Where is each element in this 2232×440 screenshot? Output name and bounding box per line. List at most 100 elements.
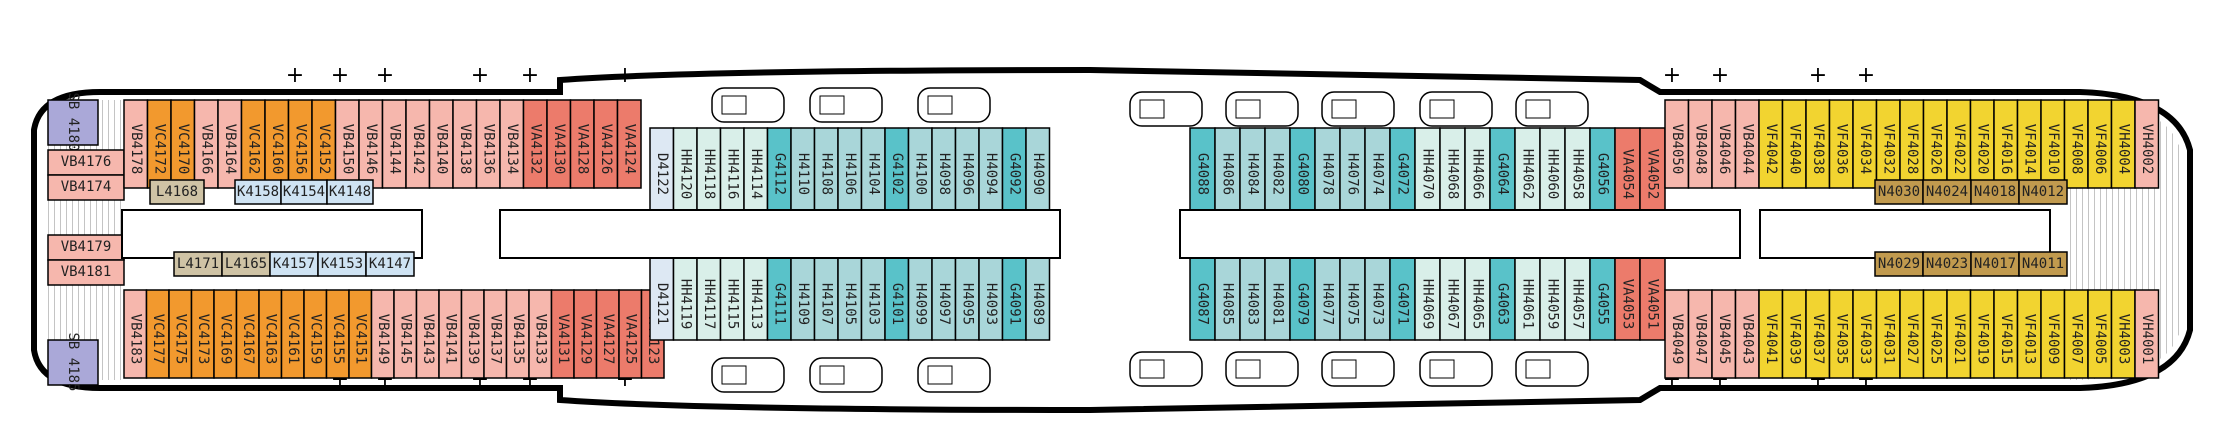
cabin-vb4133[interactable]: VB4133 bbox=[528, 289, 553, 379]
cabin-g4079[interactable]: G4079 bbox=[1289, 257, 1316, 341]
cabin-vb4150[interactable]: VB4150 bbox=[334, 99, 360, 189]
cabin-l4171[interactable]: L4171 bbox=[173, 251, 223, 277]
cabin-vh4004[interactable]: VH4004 bbox=[2110, 99, 2136, 189]
cabin-vb4047[interactable]: VB4047 bbox=[1687, 289, 1713, 379]
cabin-va4129[interactable]: VA4129 bbox=[573, 289, 598, 379]
cabin-vf4041[interactable]: VF4041 bbox=[1758, 289, 1784, 379]
cabin-vb4183[interactable]: VB4183 bbox=[123, 289, 148, 379]
cabin-vb4140[interactable]: VB4140 bbox=[428, 99, 454, 189]
cabin-h4090[interactable]: H4090 bbox=[1025, 127, 1051, 211]
cabin-d4122[interactable]: D4122 bbox=[649, 127, 675, 211]
cabin-h4096[interactable]: H4096 bbox=[954, 127, 980, 211]
cabin-g4064[interactable]: G4064 bbox=[1489, 127, 1516, 211]
cabin-vf4019[interactable]: VF4019 bbox=[1969, 289, 1995, 379]
cabin-vc4162[interactable]: VC4162 bbox=[240, 99, 266, 189]
cabin-vf4022[interactable]: VF4022 bbox=[1946, 99, 1972, 189]
cabin-hh4117[interactable]: HH4117 bbox=[696, 257, 722, 341]
cabin-vh4002[interactable]: VH4002 bbox=[2134, 99, 2160, 189]
cabin-hh4067[interactable]: HH4067 bbox=[1439, 257, 1466, 341]
cabin-vf4036[interactable]: VF4036 bbox=[1828, 99, 1854, 189]
cabin-k4148[interactable]: K4148 bbox=[326, 179, 374, 205]
cabin-h4097[interactable]: H4097 bbox=[931, 257, 957, 341]
cabin-g4091[interactable]: G4091 bbox=[1001, 257, 1027, 341]
cabin-hh4058[interactable]: HH4058 bbox=[1564, 127, 1591, 211]
cabin-va4128[interactable]: VA4128 bbox=[569, 99, 595, 189]
cabin-h4076[interactable]: H4076 bbox=[1339, 127, 1366, 211]
cabin-hh4118[interactable]: HH4118 bbox=[696, 127, 722, 211]
cabin-n4011[interactable]: N4011 bbox=[2018, 251, 2068, 277]
cabin-hh4113[interactable]: HH4113 bbox=[743, 257, 769, 341]
cabin-vb4138[interactable]: VB4138 bbox=[452, 99, 478, 189]
cabin-hh4120[interactable]: HH4120 bbox=[672, 127, 698, 211]
cabin-vb4137[interactable]: VB4137 bbox=[483, 289, 508, 379]
cabin-h4083[interactable]: H4083 bbox=[1239, 257, 1266, 341]
cabin-h4085[interactable]: H4085 bbox=[1214, 257, 1241, 341]
cabin-g4112[interactable]: G4112 bbox=[766, 127, 792, 211]
cabin-vf4026[interactable]: VF4026 bbox=[1922, 99, 1948, 189]
cabin-va4053[interactable]: VA4053 bbox=[1614, 257, 1641, 341]
cabin-vb4049[interactable]: VB4049 bbox=[1664, 289, 1690, 379]
cabin-h4081[interactable]: H4081 bbox=[1264, 257, 1291, 341]
cabin-sb4180[interactable]: SB 4180 bbox=[47, 92, 99, 152]
cabin-hh4066[interactable]: HH4066 bbox=[1464, 127, 1491, 211]
cabin-n4023[interactable]: N4023 bbox=[1922, 251, 1972, 277]
cabin-vb4046[interactable]: VB4046 bbox=[1711, 99, 1737, 189]
cabin-hh4114[interactable]: HH4114 bbox=[743, 127, 769, 211]
cabin-va4126[interactable]: VA4126 bbox=[593, 99, 619, 189]
cabin-h4074[interactable]: H4074 bbox=[1364, 127, 1391, 211]
cabin-g4056[interactable]: G4056 bbox=[1589, 127, 1616, 211]
cabin-vc4161[interactable]: VC4161 bbox=[280, 289, 305, 379]
cabin-vf4025[interactable]: VF4025 bbox=[1922, 289, 1948, 379]
cabin-vf4006[interactable]: VF4006 bbox=[2087, 99, 2113, 189]
cabin-vf4021[interactable]: VF4021 bbox=[1946, 289, 1972, 379]
cabin-vc4170[interactable]: VC4170 bbox=[170, 99, 196, 189]
cabin-vf4033[interactable]: VF4033 bbox=[1852, 289, 1878, 379]
cabin-vf4015[interactable]: VF4015 bbox=[1993, 289, 2019, 379]
cabin-vc4167[interactable]: VC4167 bbox=[235, 289, 260, 379]
cabin-vb4181[interactable]: VB4181 bbox=[47, 259, 125, 286]
cabin-vb4164[interactable]: VB4164 bbox=[217, 99, 243, 189]
cabin-vc4159[interactable]: VC4159 bbox=[303, 289, 328, 379]
cabin-g4063[interactable]: G4063 bbox=[1489, 257, 1516, 341]
cabin-hh4057[interactable]: HH4057 bbox=[1564, 257, 1591, 341]
cabin-n4024[interactable]: N4024 bbox=[1922, 179, 1972, 205]
cabin-vf4027[interactable]: VF4027 bbox=[1899, 289, 1925, 379]
cabin-vf4009[interactable]: VF4009 bbox=[2040, 289, 2066, 379]
cabin-vf4014[interactable]: VF4014 bbox=[2016, 99, 2042, 189]
cabin-vb4135[interactable]: VB4135 bbox=[505, 289, 530, 379]
cabin-h4100[interactable]: H4100 bbox=[907, 127, 933, 211]
cabin-vc4160[interactable]: VC4160 bbox=[264, 99, 290, 189]
cabin-g4087[interactable]: G4087 bbox=[1189, 257, 1216, 341]
cabin-vb4048[interactable]: VB4048 bbox=[1687, 99, 1713, 189]
cabin-vf4035[interactable]: VF4035 bbox=[1828, 289, 1854, 379]
cabin-g4088[interactable]: G4088 bbox=[1189, 127, 1216, 211]
cabin-g4111[interactable]: G4111 bbox=[766, 257, 792, 341]
cabin-va4127[interactable]: VA4127 bbox=[595, 289, 620, 379]
cabin-vb4043[interactable]: VB4043 bbox=[1734, 289, 1760, 379]
cabin-n4030[interactable]: N4030 bbox=[1874, 179, 1924, 205]
cabin-hh4115[interactable]: HH4115 bbox=[719, 257, 745, 341]
cabin-h4073[interactable]: H4073 bbox=[1364, 257, 1391, 341]
cabin-va4132[interactable]: VA4132 bbox=[522, 99, 548, 189]
cabin-hh4061[interactable]: HH4061 bbox=[1514, 257, 1541, 341]
cabin-h4108[interactable]: H4108 bbox=[813, 127, 839, 211]
cabin-vc4172[interactable]: VC4172 bbox=[146, 99, 172, 189]
cabin-vb4179[interactable]: VB4179 bbox=[47, 234, 125, 261]
cabin-h4099[interactable]: H4099 bbox=[907, 257, 933, 341]
cabin-h4095[interactable]: H4095 bbox=[954, 257, 980, 341]
cabin-n4029[interactable]: N4029 bbox=[1874, 251, 1924, 277]
cabin-h4105[interactable]: H4105 bbox=[837, 257, 863, 341]
cabin-vf4039[interactable]: VF4039 bbox=[1781, 289, 1807, 379]
cabin-n4017[interactable]: N4017 bbox=[1970, 251, 2020, 277]
cabin-vb4141[interactable]: VB4141 bbox=[438, 289, 463, 379]
cabin-hh4069[interactable]: HH4069 bbox=[1414, 257, 1441, 341]
cabin-vb4166[interactable]: VB4166 bbox=[193, 99, 219, 189]
cabin-vf4032[interactable]: VF4032 bbox=[1875, 99, 1901, 189]
cabin-h4104[interactable]: H4104 bbox=[860, 127, 886, 211]
cabin-vc4177[interactable]: VC4177 bbox=[145, 289, 170, 379]
cabin-h4107[interactable]: H4107 bbox=[813, 257, 839, 341]
cabin-g4102[interactable]: G4102 bbox=[884, 127, 910, 211]
cabin-h4086[interactable]: H4086 bbox=[1214, 127, 1241, 211]
cabin-vf4040[interactable]: VF4040 bbox=[1781, 99, 1807, 189]
cabin-hh4116[interactable]: HH4116 bbox=[719, 127, 745, 211]
